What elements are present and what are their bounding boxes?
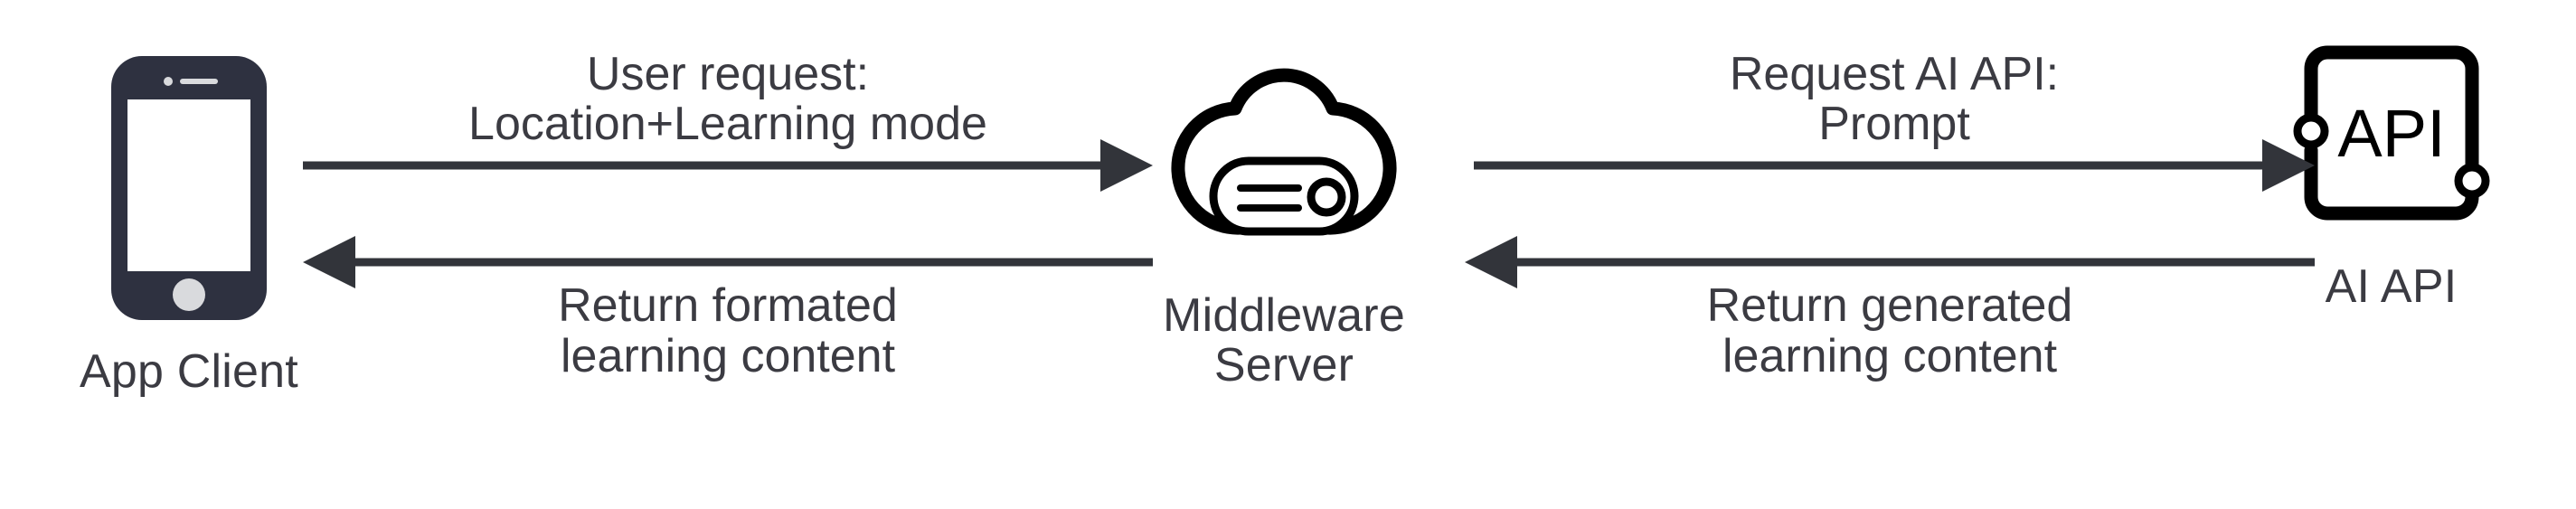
node-app-client-label: App Client	[80, 345, 298, 398]
connector-left-forward: User request: Location+Learning mode	[303, 49, 1153, 192]
connector-right-forward-label: Request AI API: Prompt	[1729, 47, 2060, 151]
arrow-right-icon	[1474, 139, 2315, 192]
node-ai-api[interactable]: API AI API	[2206, 33, 2576, 312]
cloud-server-icon	[1148, 25, 1420, 278]
api-chip-icon: API	[2288, 33, 2496, 233]
api-chip-wordmark: API	[2337, 96, 2445, 171]
connector-left-return-label: Return formated learning content	[558, 279, 898, 382]
arrow-right-icon	[303, 139, 1153, 192]
connector-left-return: Return formated learning content	[303, 236, 1153, 382]
node-ai-api-label: AI API	[2325, 260, 2458, 313]
node-middleware-server-label: Middleware Server	[1163, 289, 1405, 392]
smartphone-icon	[108, 52, 270, 324]
node-middleware-server[interactable]: Middleware Server	[1062, 25, 1505, 391]
connector-right-return: Return generated learning content	[1465, 236, 2315, 382]
arrow-left-icon	[1465, 236, 2315, 288]
arrow-left-icon	[303, 236, 1153, 288]
node-app-client[interactable]: App Client	[0, 52, 378, 397]
connector-left-forward-label: User request: Location+Learning mode	[468, 47, 987, 151]
connector-right-return-label: Return generated learning content	[1706, 279, 2073, 382]
connector-right-forward: Request AI API: Prompt	[1474, 49, 2315, 192]
